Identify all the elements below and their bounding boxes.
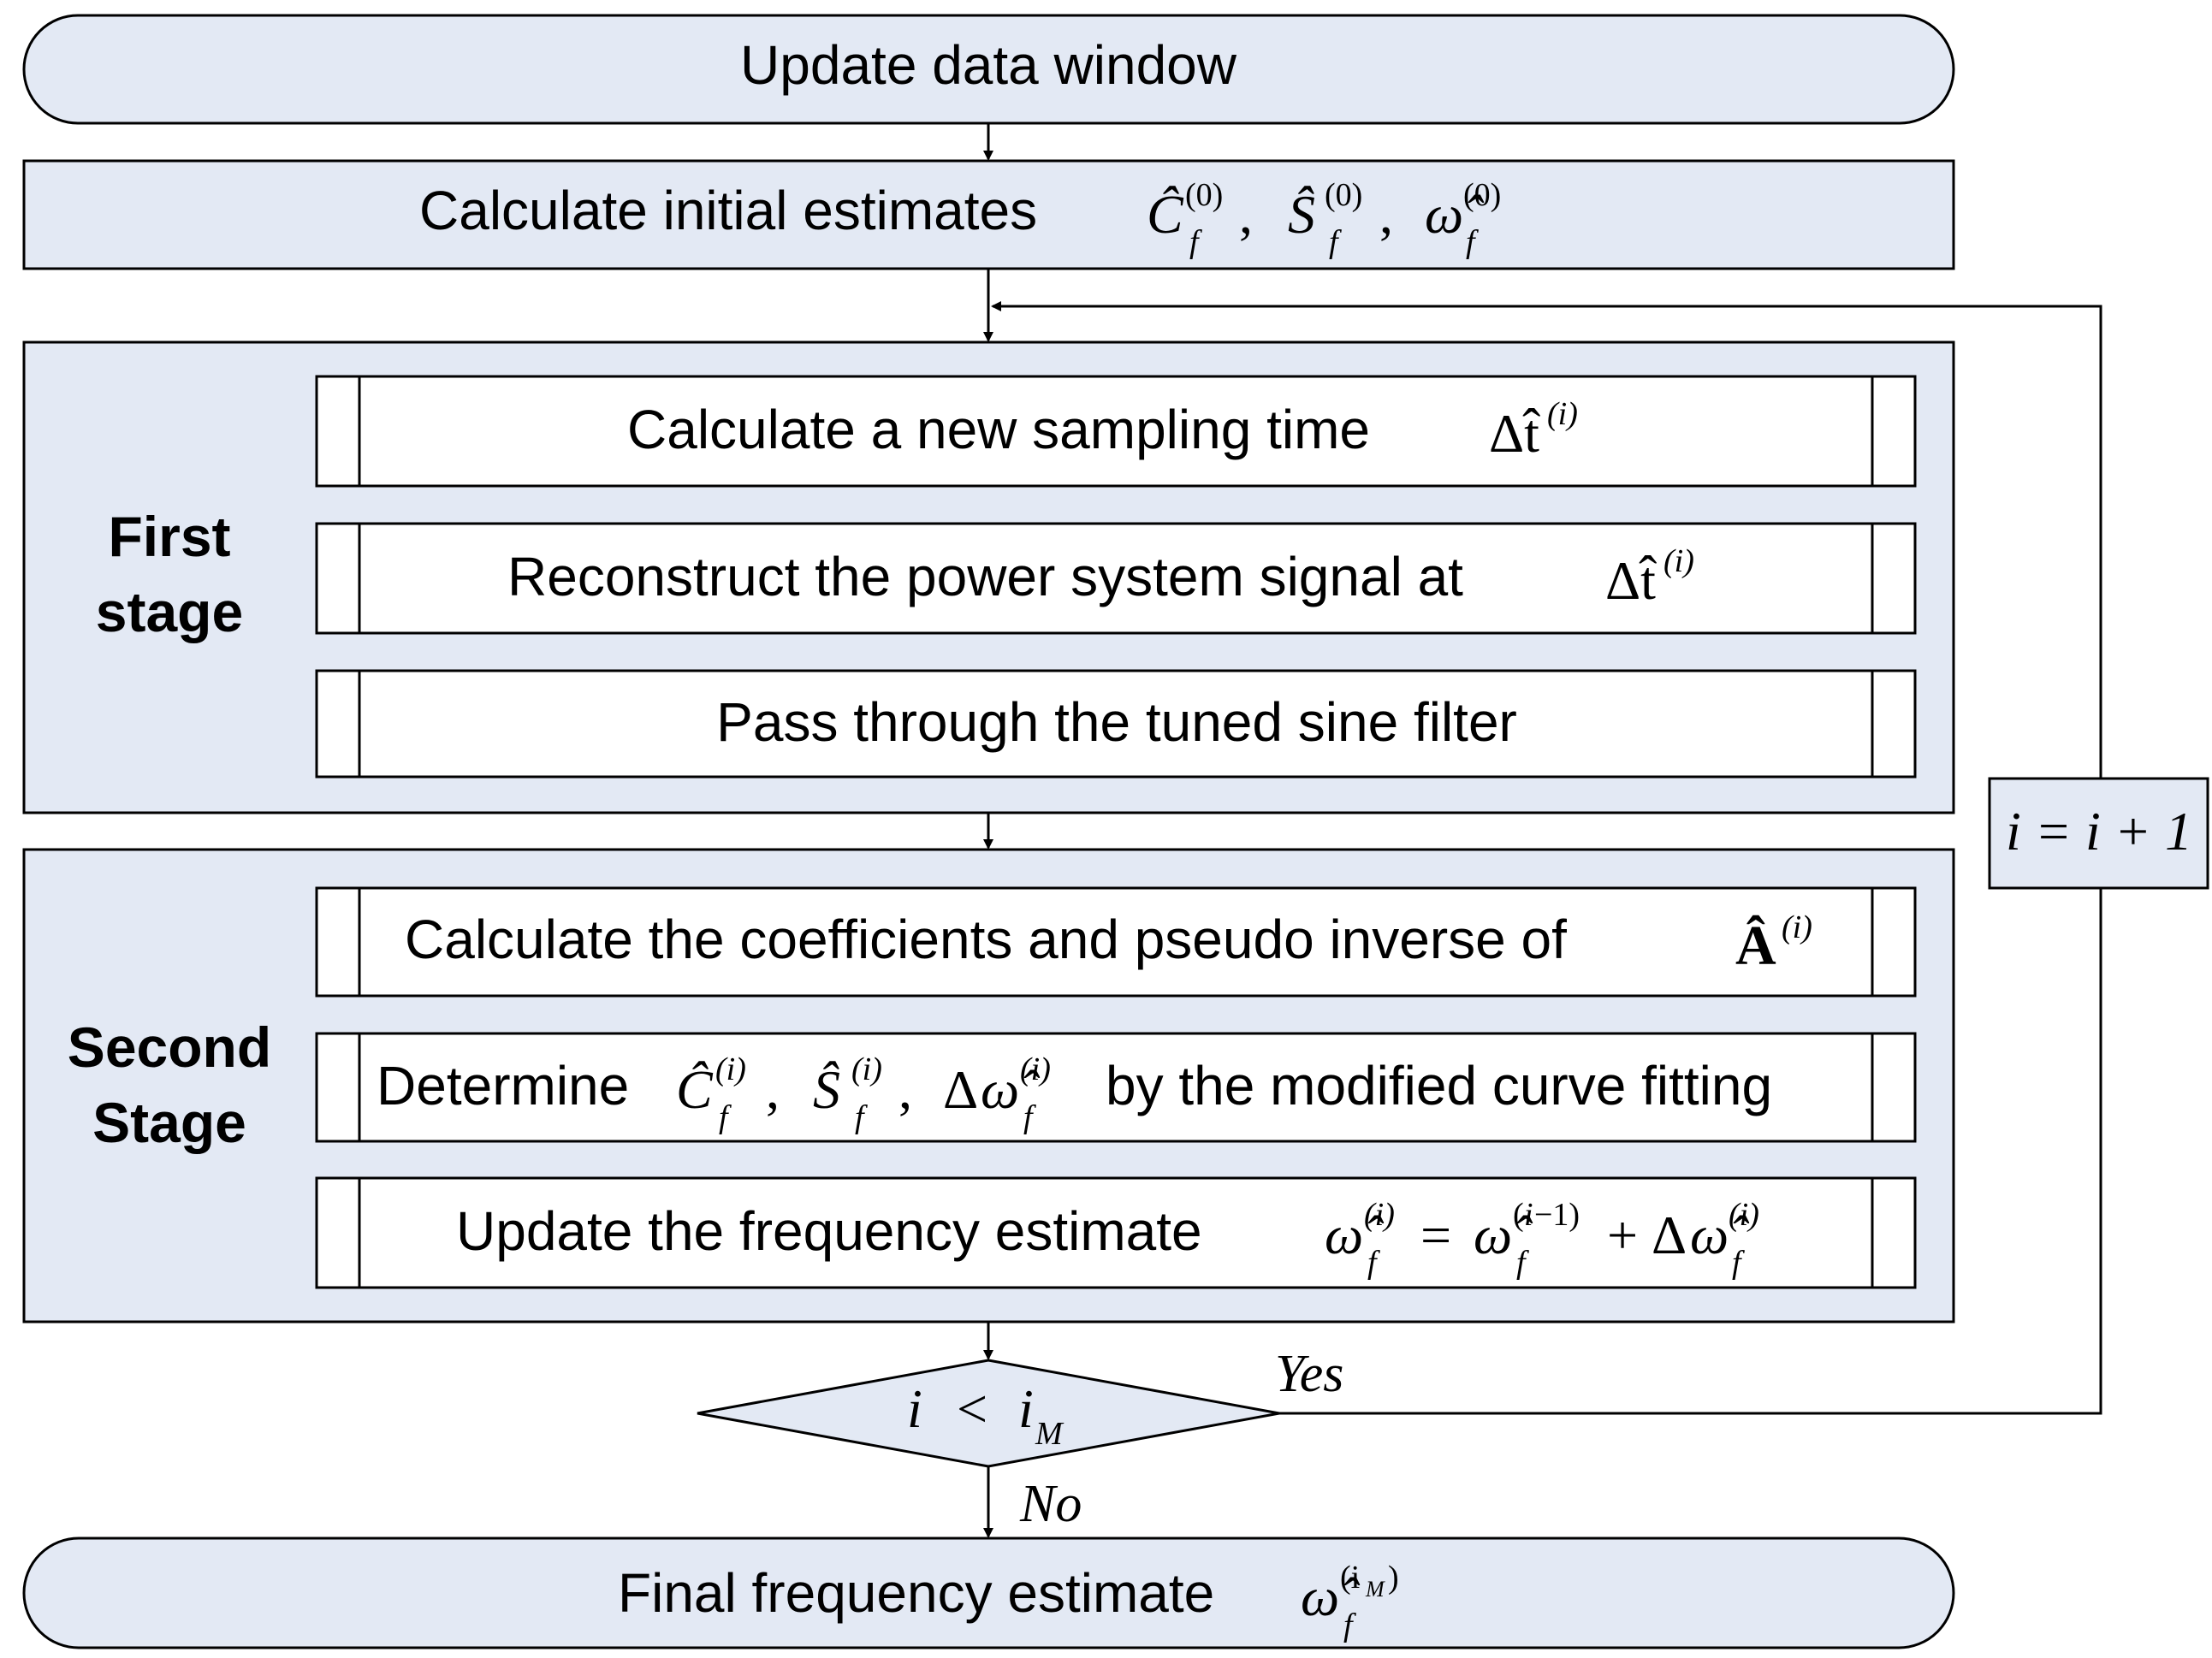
initial-estimates-box <box>22 159 1955 270</box>
svg-text:(i): (i) <box>851 1051 882 1087</box>
stage1-step2-math: Δt̂ <box>1605 550 1658 611</box>
math-sup-0-a: (0) <box>1185 177 1223 213</box>
stage1-step1-sup: (i) <box>1547 396 1578 432</box>
svg-text:+: + <box>1607 1205 1638 1265</box>
stage2-step1-sup: (i) <box>1782 909 1812 945</box>
stage1-step1: Calculate a new sampling time Δt̂ (i) <box>315 375 1917 488</box>
stage2-step1-label: Calculate the coefficients and pseudo in… <box>405 909 1567 970</box>
svg-text:Ŝ: Ŝ <box>813 1059 840 1120</box>
math-comma-b: , <box>1379 184 1393 245</box>
no-label: No <box>1019 1475 1082 1533</box>
stage1-step2: Reconstruct the power system signal at Δ… <box>315 522 1917 635</box>
svg-text:,: , <box>898 1059 912 1120</box>
second-stage-label-line1: Second <box>68 1016 271 1079</box>
decision-rhs-sub: M <box>1035 1416 1064 1452</box>
stage2-step2: Determine Ĉ (i) f , Ŝ (i) f , Δ ω̂ (i) f… <box>315 1032 1917 1143</box>
decision-op: < <box>957 1378 987 1439</box>
math-sup-0-b: (0) <box>1325 177 1362 213</box>
stage1-step2-label: Reconstruct the power system signal at <box>507 546 1463 607</box>
end-terminal-math-supclose: ) <box>1388 1560 1399 1596</box>
stage2-step1: Calculate the coefficients and pseudo in… <box>315 886 1917 998</box>
svg-text:i: i <box>1524 1197 1533 1233</box>
decision-diamond <box>697 1359 1280 1468</box>
svg-text:Δ: Δ <box>943 1059 978 1120</box>
second-stage-label-line2: Stage <box>92 1091 246 1154</box>
stage2-step1-math: Â <box>1735 915 1776 977</box>
math-sup-0-c: (0) <box>1463 177 1501 213</box>
svg-text:Δ: Δ <box>1652 1205 1687 1265</box>
svg-text:(i): (i) <box>1729 1197 1759 1233</box>
initial-estimates-label: Calculate initial estimates <box>419 180 1037 241</box>
svg-text:(: ( <box>1513 1197 1524 1233</box>
yes-label: Yes <box>1275 1345 1343 1403</box>
decision-rhs: i <box>1018 1378 1034 1439</box>
svg-text:Ĉ: Ĉ <box>676 1059 714 1120</box>
stage1-step3: Pass through the tuned sine filter <box>315 669 1917 779</box>
end-terminal-label: Final frequency estimate <box>618 1562 1214 1624</box>
stage2-step2-label-pre: Determine <box>377 1055 629 1116</box>
start-terminal-label: Update data window <box>740 34 1237 96</box>
math-S-hat: Ŝ <box>1288 184 1315 245</box>
svg-text:,: , <box>766 1059 780 1120</box>
stage1-step3-label: Pass through the tuned sine filter <box>716 691 1517 753</box>
increment-box <box>1988 777 2209 890</box>
svg-text:(i): (i) <box>1020 1051 1051 1087</box>
stage1-step2-sup: (i) <box>1663 543 1694 579</box>
math-C-hat: Ĉ <box>1147 184 1184 245</box>
svg-text:(i): (i) <box>1364 1197 1395 1233</box>
math-comma-a: , <box>1239 184 1253 245</box>
first-stage-label-line2: stage <box>96 580 243 643</box>
stage2-step2-math: Ĉ (i) f , Ŝ (i) f , Δ ω̂ (i) f <box>676 1051 1051 1135</box>
first-stage-label-line1: First <box>108 505 230 568</box>
svg-text:=: = <box>1420 1205 1451 1265</box>
end-terminal <box>22 1537 1955 1649</box>
stage1-step1-label: Calculate a new sampling time <box>627 399 1370 460</box>
stage2-step3: Update the frequency estimate ω̂ (i) f =… <box>315 1176 1917 1289</box>
end-terminal-math-sup: (i <box>1340 1560 1360 1596</box>
decision-lhs: i <box>907 1378 922 1439</box>
svg-text:−1): −1) <box>1534 1197 1580 1233</box>
end-terminal-math-supsub: M <box>1365 1577 1385 1602</box>
increment-label: i = i + 1 <box>2006 801 2192 862</box>
stage2-step3-label: Update the frequency estimate <box>456 1200 1202 1262</box>
stage2-step2-label-post: by the modified curve fitting <box>1106 1055 1772 1116</box>
stage1-step1-math: Δt̂ <box>1489 403 1541 464</box>
svg-text:(i): (i) <box>715 1051 746 1087</box>
